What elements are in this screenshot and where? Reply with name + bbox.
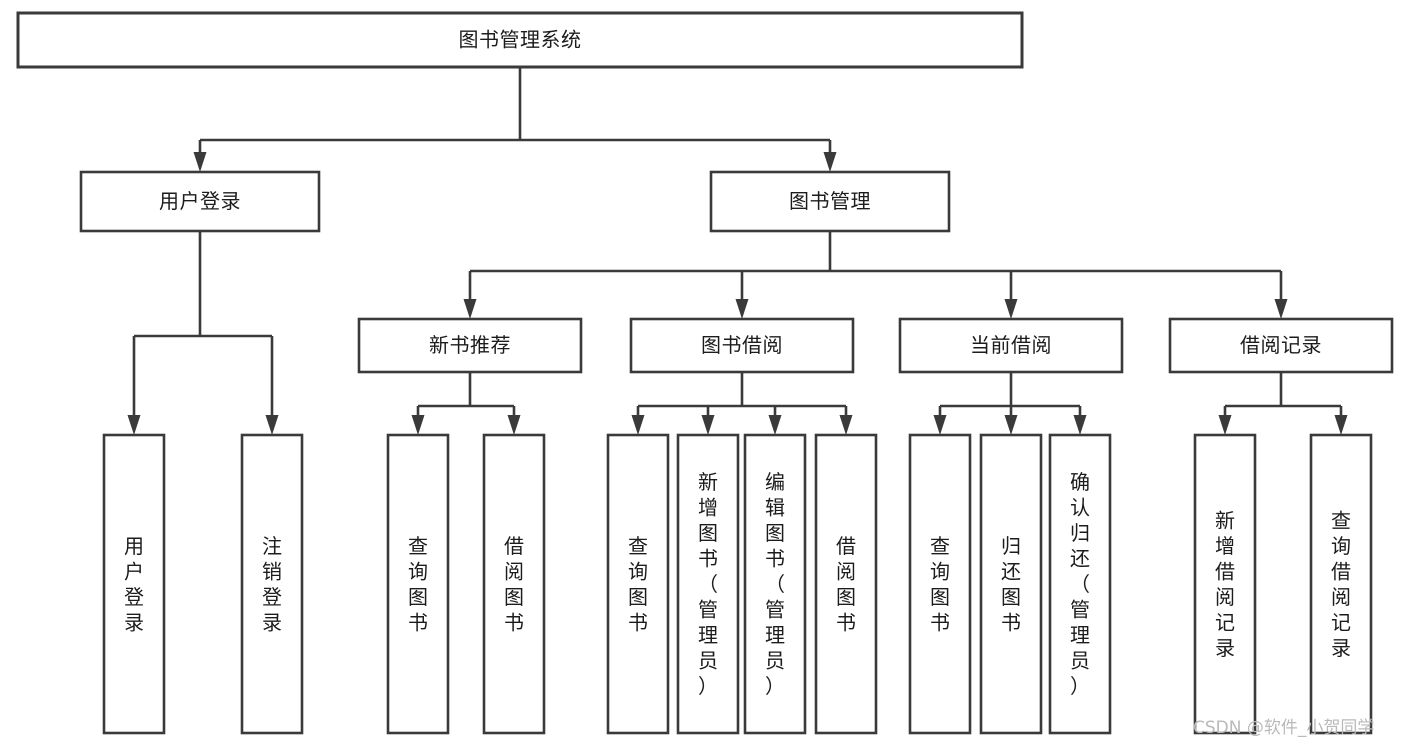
- node-label-current-borrow: 当前借阅: [970, 333, 1052, 357]
- arrow-head-icon: [631, 415, 645, 435]
- node-box-leaf-query-book-rec[interactable]: [386, 433, 450, 735]
- arrow-head-icon: [265, 415, 279, 435]
- arrow-head-icon: [463, 299, 477, 319]
- arrow-head-icon: [1004, 299, 1018, 319]
- arrow-head-icon: [823, 152, 837, 172]
- node-leaf-query-book-borrow[interactable]: 查询图书: [606, 433, 670, 735]
- node-leaf-edit-book[interactable]: 编辑图书（管理员）: [743, 433, 807, 735]
- node-label-book-manage: 图书管理: [789, 189, 871, 213]
- node-leaf-confirm-return[interactable]: 确认归还（管理员）: [1048, 433, 1112, 735]
- node-root[interactable]: 图书管理系统: [16, 11, 1024, 69]
- node-label-leaf-query-book-borrow: 查询图书: [628, 533, 648, 634]
- node-label-leaf-user-login: 用户登录: [124, 533, 144, 634]
- node-book-manage[interactable]: 图书管理: [709, 170, 951, 233]
- node-box-leaf-borrow-book-rec[interactable]: [482, 433, 546, 735]
- node-box-user-login[interactable]: [79, 170, 321, 233]
- node-box-current-borrow[interactable]: [898, 317, 1124, 374]
- node-box-book-borrow[interactable]: [629, 317, 855, 374]
- arrow-head-icon: [1004, 415, 1018, 435]
- node-box-root[interactable]: [16, 11, 1024, 69]
- node-box-leaf-query-book-cur[interactable]: [908, 433, 972, 735]
- node-leaf-query-book-rec[interactable]: 查询图书: [386, 433, 450, 735]
- connector-group-book-manage: [463, 231, 1288, 319]
- node-box-leaf-user-login[interactable]: [102, 433, 166, 735]
- arrow-head-icon: [735, 299, 749, 319]
- connector-group-borrow-record: [1218, 372, 1348, 435]
- node-box-leaf-confirm-return[interactable]: [1048, 433, 1112, 735]
- node-label-leaf-query-book-rec: 查询图书: [408, 533, 428, 634]
- node-current-borrow[interactable]: 当前借阅: [898, 317, 1124, 374]
- node-box-leaf-add-book[interactable]: [676, 433, 740, 735]
- arrow-head-icon: [193, 152, 207, 172]
- arrow-head-icon: [1274, 299, 1288, 319]
- node-label-user-login: 用户登录: [159, 189, 241, 213]
- node-label-leaf-return-book: 归还图书: [1001, 533, 1021, 634]
- node-label-leaf-borrow-book: 借阅图书: [836, 533, 856, 634]
- node-new-book-recommend[interactable]: 新书推荐: [357, 317, 583, 374]
- node-label-leaf-logout-login: 注销登录: [262, 533, 282, 634]
- node-label-leaf-edit-book: 编辑图书（管理员）: [765, 470, 785, 698]
- node-label-leaf-query-book-cur: 查询图书: [930, 533, 950, 634]
- csdn-watermark: CSDN @软件_小贺同学: [1193, 718, 1374, 738]
- arrow-head-icon: [839, 415, 853, 435]
- node-box-leaf-return-book[interactable]: [979, 433, 1043, 735]
- arrow-head-icon: [933, 415, 947, 435]
- node-label-leaf-confirm-return: 确认归还（管理员）: [1070, 470, 1090, 698]
- node-leaf-query-record[interactable]: 查询借阅记录: [1309, 433, 1373, 735]
- node-box-leaf-borrow-book[interactable]: [814, 433, 878, 735]
- node-box-leaf-logout-login[interactable]: [240, 433, 304, 735]
- node-box-book-manage[interactable]: [709, 170, 951, 233]
- node-label-new-book-recommend: 新书推荐: [429, 333, 511, 357]
- node-label-leaf-borrow-book-rec: 借阅图书: [504, 533, 524, 634]
- connector-layer: [127, 67, 1348, 435]
- node-leaf-borrow-book[interactable]: 借阅图书: [814, 433, 878, 735]
- node-layer: 图书管理系统用户登录图书管理新书推荐图书借阅当前借阅借阅记录用户登录注销登录查询…: [16, 11, 1394, 735]
- connector-group-user-login: [127, 231, 279, 435]
- node-label-borrow-record: 借阅记录: [1240, 333, 1322, 357]
- arrow-head-icon: [1073, 415, 1087, 435]
- arrow-head-icon: [768, 415, 782, 435]
- arrow-head-icon: [1218, 415, 1232, 435]
- node-box-leaf-query-record[interactable]: [1309, 433, 1373, 735]
- node-leaf-return-book[interactable]: 归还图书: [979, 433, 1043, 735]
- node-box-leaf-query-book-borrow[interactable]: [606, 433, 670, 735]
- arrow-head-icon: [1334, 415, 1348, 435]
- node-leaf-add-book[interactable]: 新增图书（管理员）: [676, 433, 740, 735]
- node-label-leaf-add-record: 新增借阅记录: [1215, 508, 1235, 660]
- connector-group-current-borrow: [933, 372, 1087, 435]
- node-box-new-book-recommend[interactable]: [357, 317, 583, 374]
- node-leaf-logout-login[interactable]: 注销登录: [240, 433, 304, 735]
- connector-group-root: [193, 67, 837, 172]
- node-leaf-borrow-book-rec[interactable]: 借阅图书: [482, 433, 546, 735]
- node-label-root: 图书管理系统: [459, 28, 582, 52]
- node-label-leaf-add-book: 新增图书（管理员）: [698, 470, 718, 698]
- arrow-head-icon: [701, 415, 715, 435]
- arrow-head-icon: [127, 415, 141, 435]
- node-borrow-record[interactable]: 借阅记录: [1168, 317, 1394, 374]
- node-box-borrow-record[interactable]: [1168, 317, 1394, 374]
- connector-group-new-book-recommend: [411, 372, 521, 435]
- node-book-borrow[interactable]: 图书借阅: [629, 317, 855, 374]
- node-user-login[interactable]: 用户登录: [79, 170, 321, 233]
- node-box-leaf-add-record[interactable]: [1193, 433, 1257, 735]
- node-box-leaf-edit-book[interactable]: [743, 433, 807, 735]
- arrow-head-icon: [411, 415, 425, 435]
- node-label-leaf-query-record: 查询借阅记录: [1331, 508, 1351, 660]
- node-leaf-query-book-cur[interactable]: 查询图书: [908, 433, 972, 735]
- node-leaf-add-record[interactable]: 新增借阅记录: [1193, 433, 1257, 735]
- node-leaf-user-login[interactable]: 用户登录: [102, 433, 166, 735]
- node-label-book-borrow: 图书借阅: [701, 333, 783, 357]
- arrow-head-icon: [507, 415, 521, 435]
- connector-group-book-borrow: [631, 372, 853, 435]
